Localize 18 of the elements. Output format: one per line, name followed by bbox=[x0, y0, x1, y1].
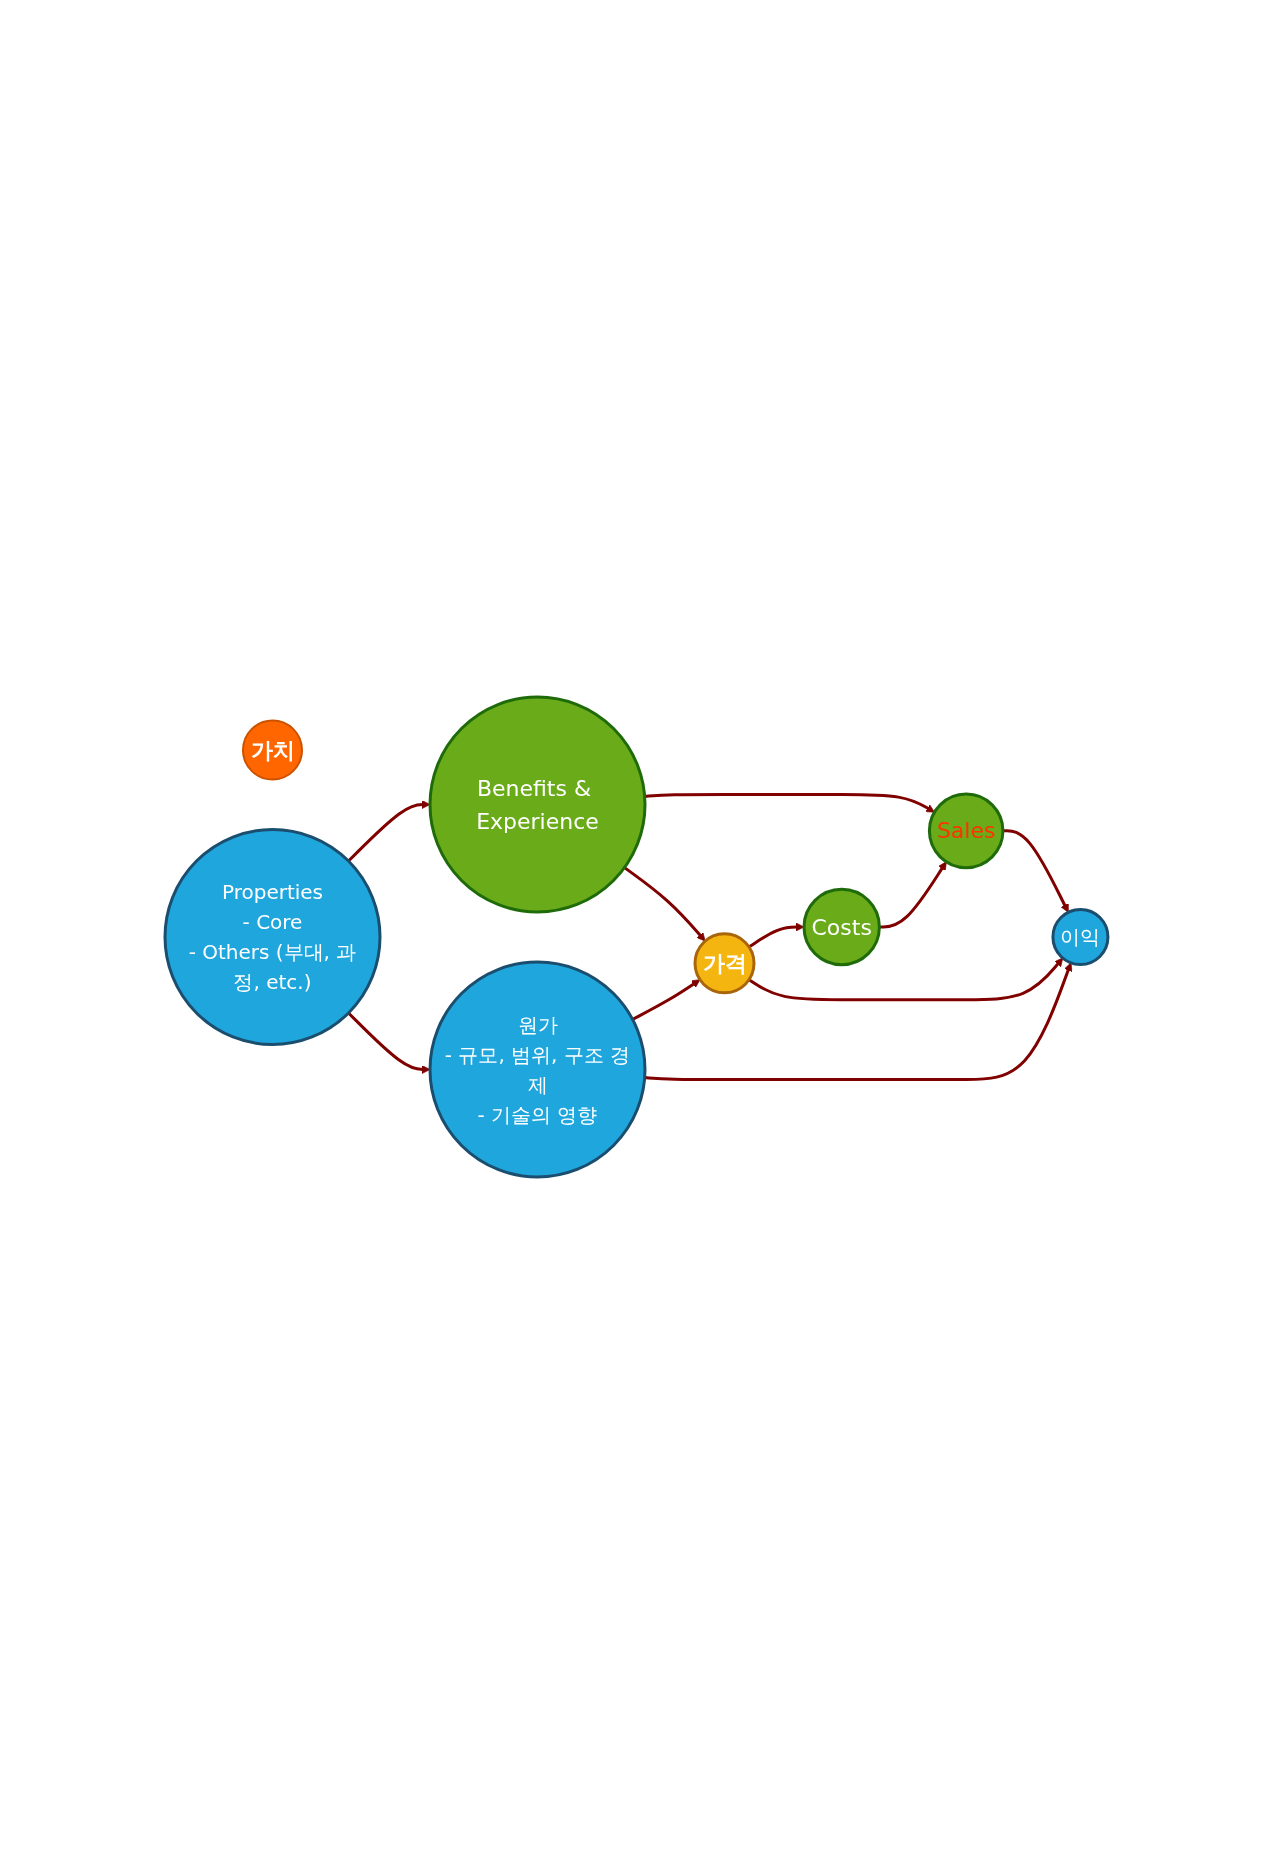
node-circle: Sales bbox=[927, 792, 1004, 869]
node-circle: 가격 bbox=[693, 931, 756, 994]
node-circle: 원가 - 규모, 범위, 구조 경제 - 기술의 영향 bbox=[428, 960, 647, 1178]
arrow bbox=[623, 865, 706, 941]
node-circle: 가치 bbox=[241, 719, 303, 780]
node-circle: Properties - Core - Others (부대, 과정, etc.) bbox=[163, 827, 382, 1046]
arrow bbox=[631, 978, 700, 1021]
arrow bbox=[747, 922, 804, 948]
arrow bbox=[644, 961, 1072, 1081]
arrow bbox=[347, 1011, 430, 1074]
arrow bbox=[747, 957, 1063, 1001]
arrow bbox=[347, 799, 430, 862]
node-circle: Benefits & Experience bbox=[428, 695, 647, 913]
node-circle: 이익 bbox=[1050, 907, 1109, 966]
arrow bbox=[1002, 828, 1069, 913]
node-circle: Costs bbox=[802, 887, 881, 966]
arrow bbox=[644, 792, 935, 813]
arrow bbox=[878, 860, 947, 928]
